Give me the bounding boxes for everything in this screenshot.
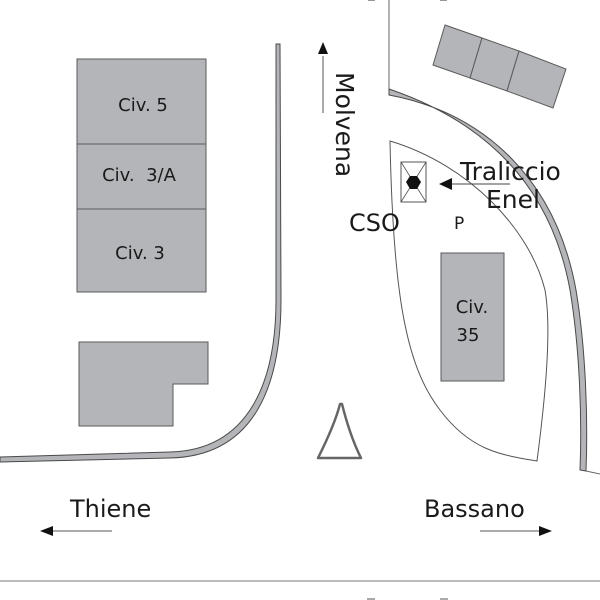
direction-west-arrow <box>40 526 112 536</box>
label-enel: Enel <box>486 185 540 214</box>
building-civ-5 <box>76 58 207 145</box>
label-civ-35-line1: Civ. <box>456 297 489 318</box>
building-row-northeast <box>432 24 567 109</box>
building-civ-3 <box>76 208 207 293</box>
direction-north-arrow <box>318 42 328 113</box>
label-civ-3a: Civ. 3/A <box>102 165 177 186</box>
label-civ-3: Civ. 3 <box>115 243 165 264</box>
building-civ-35 <box>440 252 505 382</box>
label-cso: CSO <box>349 209 400 237</box>
label-traliccio: Traliccio <box>459 157 561 186</box>
label-civ-5: Civ. 5 <box>118 95 168 116</box>
pylon-icon <box>400 161 427 203</box>
triangle-marker-icon <box>316 402 363 460</box>
label-civ-35-line2: 35 <box>457 325 480 346</box>
road-east-tail <box>585 470 600 475</box>
label-bassano: Bassano <box>424 495 525 523</box>
label-molvena: Molvena <box>330 72 359 177</box>
pylon-pointer-arrow <box>439 178 510 190</box>
lot-outline <box>389 140 549 462</box>
label-parking: P <box>454 214 464 234</box>
label-thiene: Thiene <box>69 495 151 523</box>
building-l-shaped <box>78 341 209 427</box>
building-civ-3a <box>76 143 207 210</box>
direction-east-arrow <box>480 526 552 536</box>
road-west-curve <box>0 43 282 463</box>
